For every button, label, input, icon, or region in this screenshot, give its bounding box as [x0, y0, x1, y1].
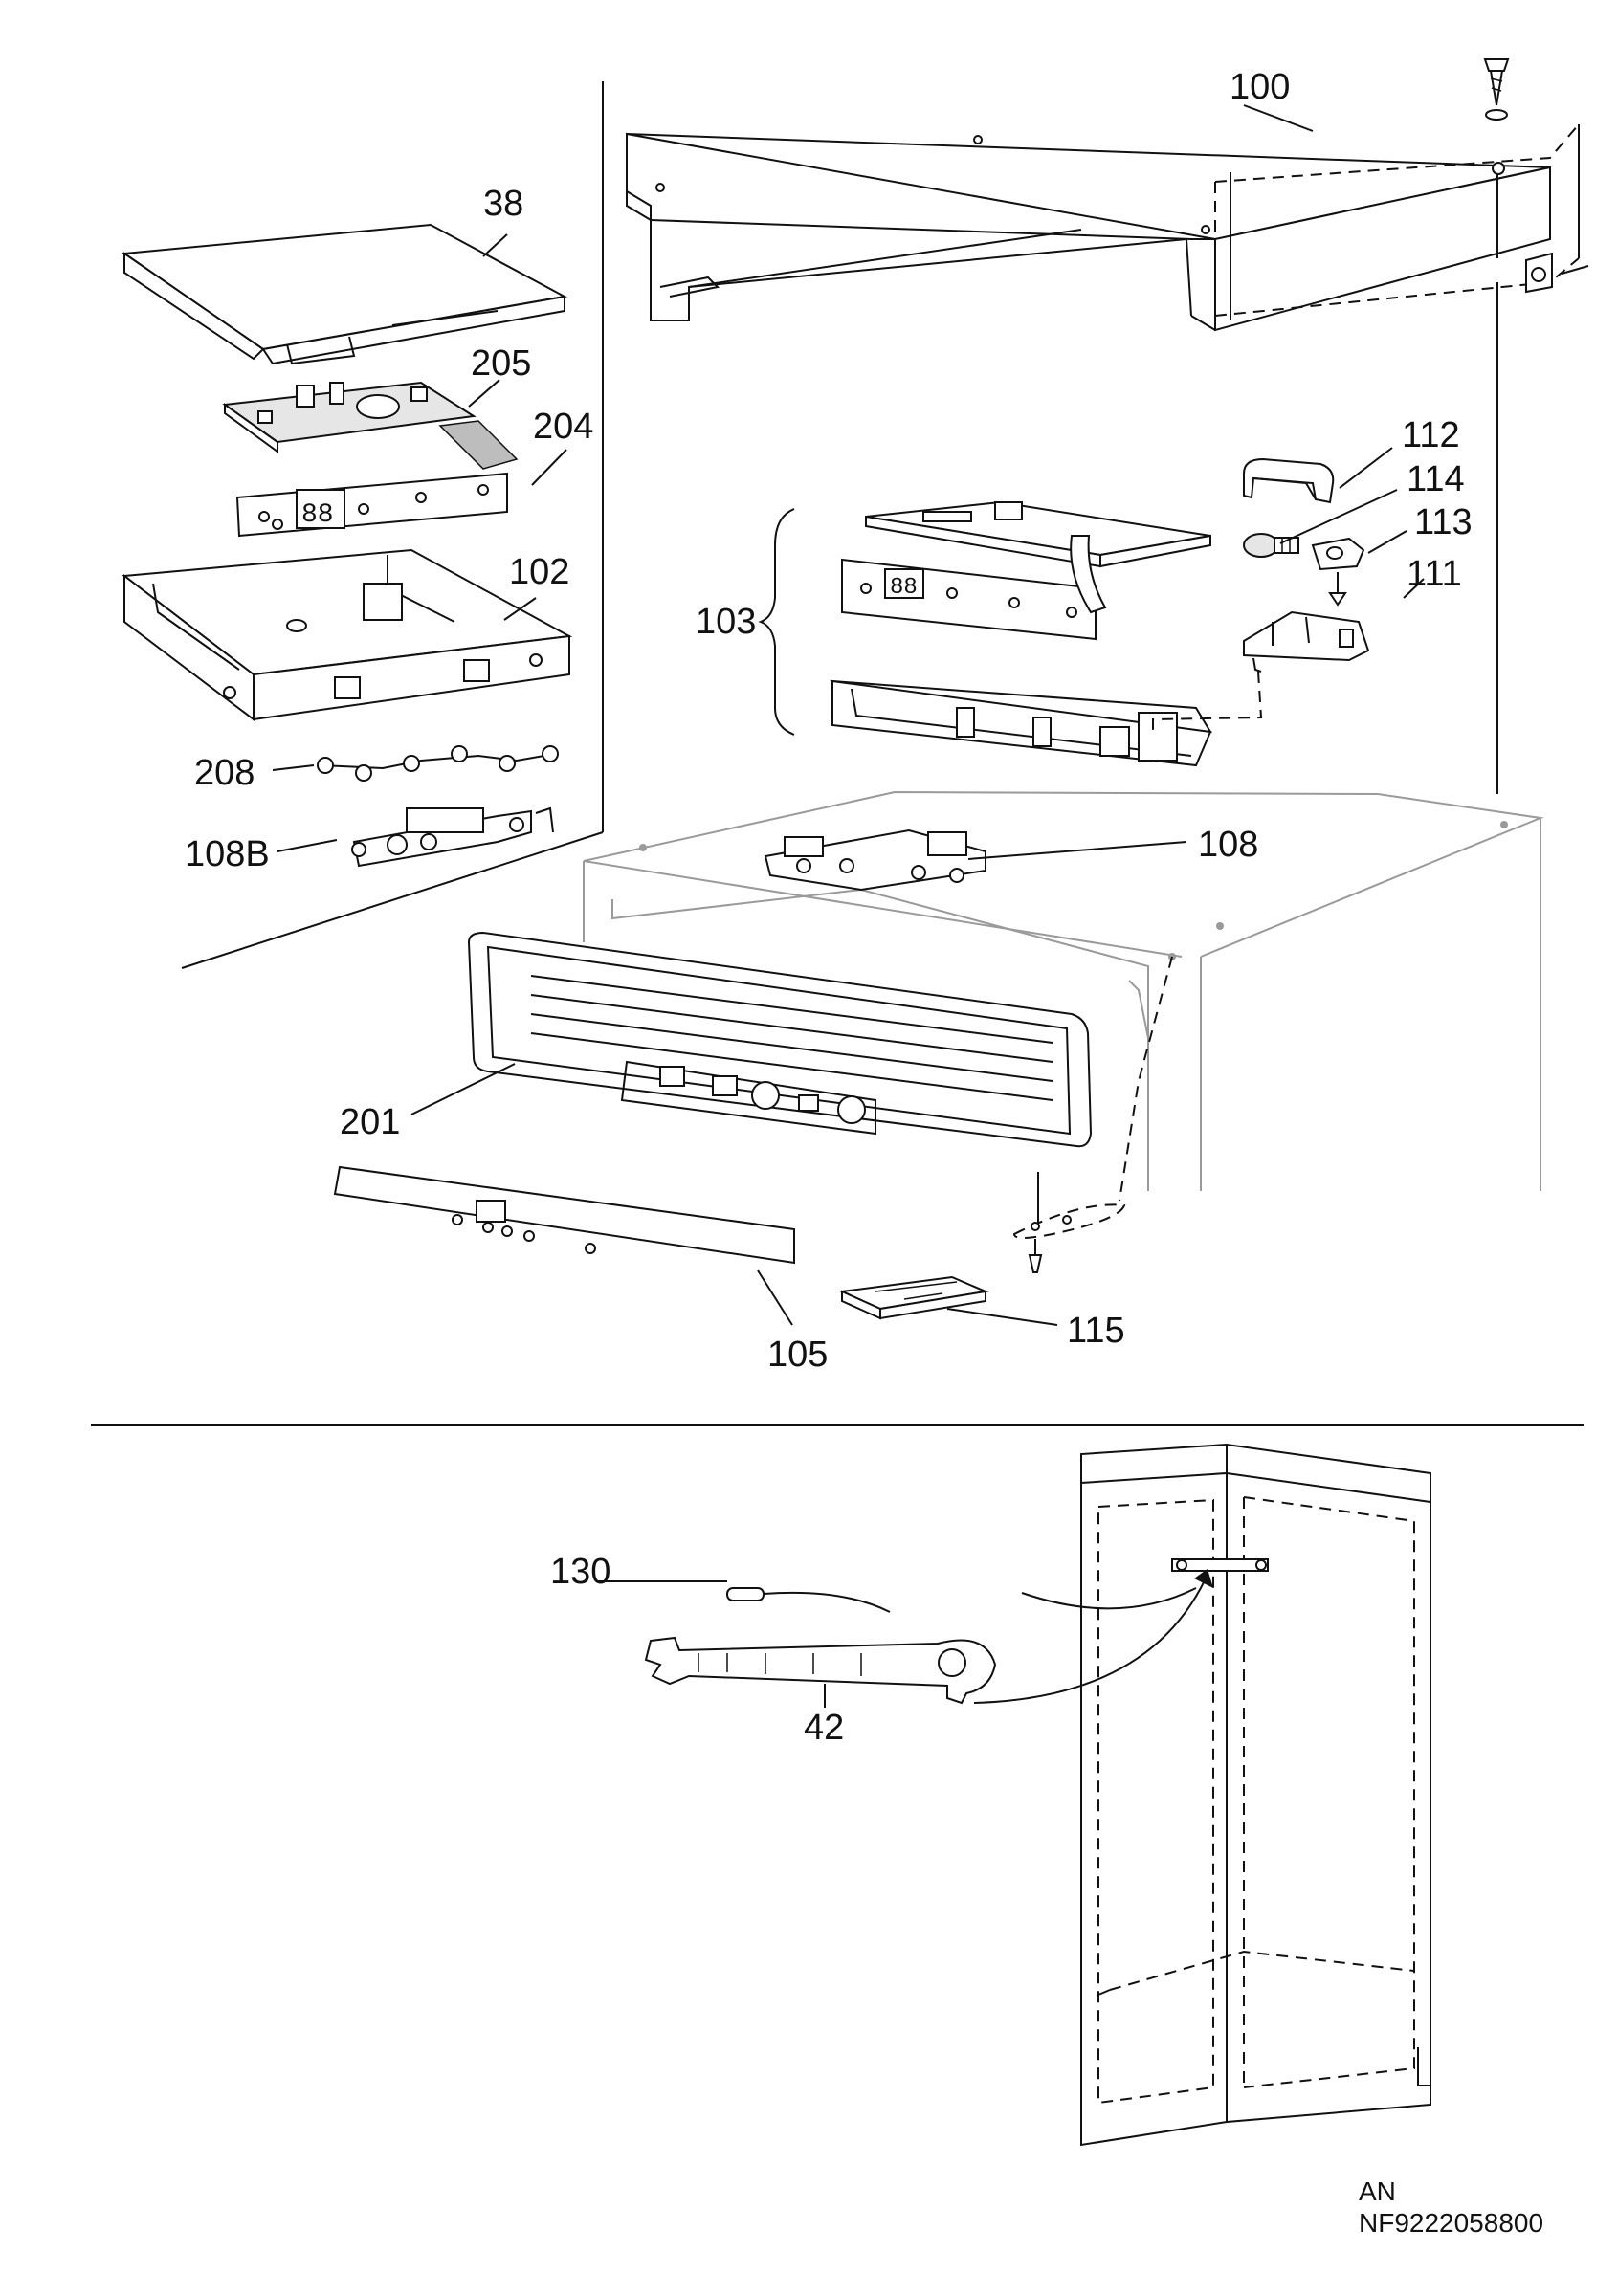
callout-label-100: 100: [1230, 67, 1290, 107]
fascia-panel-part-201: [467, 931, 1093, 1148]
spring-chain-part-208: [317, 745, 559, 782]
filter-tray-part-115: [838, 1275, 989, 1320]
lamp-holder-part-113: [1311, 537, 1365, 607]
top-cover-part-100: [626, 58, 1589, 332]
callout-label-115: 115: [1067, 1311, 1125, 1351]
front-trim-part-105: [333, 1165, 795, 1265]
lamp-plate-assembly: [1012, 1172, 1126, 1273]
bracket-part-108: [764, 828, 986, 892]
footer-code-an: AN: [1359, 2176, 1396, 2206]
display-board-part-204: 88: [235, 472, 508, 538]
cover-plate-part-38: [122, 223, 568, 365]
footer-part-number: NF9222058800: [1359, 2208, 1543, 2238]
control-pcb-part-205: [222, 381, 519, 470]
sensor-housing-part-42: [644, 1636, 997, 1705]
lamp-bulb-part-114: [1243, 533, 1299, 558]
callout-label-103: 103: [696, 602, 756, 642]
seven-segment-icon: 88: [301, 500, 334, 530]
seven-segment-icon: 88: [890, 575, 918, 601]
inset-divider-bottom: [181, 831, 604, 969]
callout-label-108B: 108B: [185, 834, 270, 874]
callout-label-108: 108: [1198, 825, 1258, 865]
callout-label-102: 102: [509, 552, 569, 592]
callout-label-204: 204: [533, 407, 593, 447]
cabinet-housing: [1080, 1443, 1431, 2147]
callout-label-208: 208: [194, 753, 255, 793]
callout-label-42: 42: [804, 1708, 844, 1748]
lamp-cover-part-112: [1243, 457, 1335, 504]
callout-label-113: 113: [1414, 502, 1473, 542]
callout-label-112: 112: [1402, 415, 1460, 455]
control-housing-part-102: [122, 548, 573, 722]
callout-label-114: 114: [1407, 459, 1465, 499]
callout-label-105: 105: [767, 1335, 828, 1375]
install-arrow: [973, 1569, 1213, 1704]
callout-label-111: 111: [1407, 554, 1462, 594]
assembly-brace-103: [758, 508, 795, 736]
bracket-part-108B: [351, 806, 554, 868]
callout-label-201: 201: [340, 1102, 400, 1142]
callout-label-205: 205: [471, 343, 531, 384]
screw-icon: [1483, 58, 1510, 121]
cabinet-outline: [583, 282, 1544, 1191]
callout-label-38: 38: [483, 184, 523, 224]
sensor-probe-part-130: [726, 1587, 891, 1613]
lamp-bracket-part-111: [1152, 610, 1370, 737]
control-assembly-part-103: 88: [830, 500, 1212, 767]
callout-label-130: 130: [550, 1552, 610, 1592]
